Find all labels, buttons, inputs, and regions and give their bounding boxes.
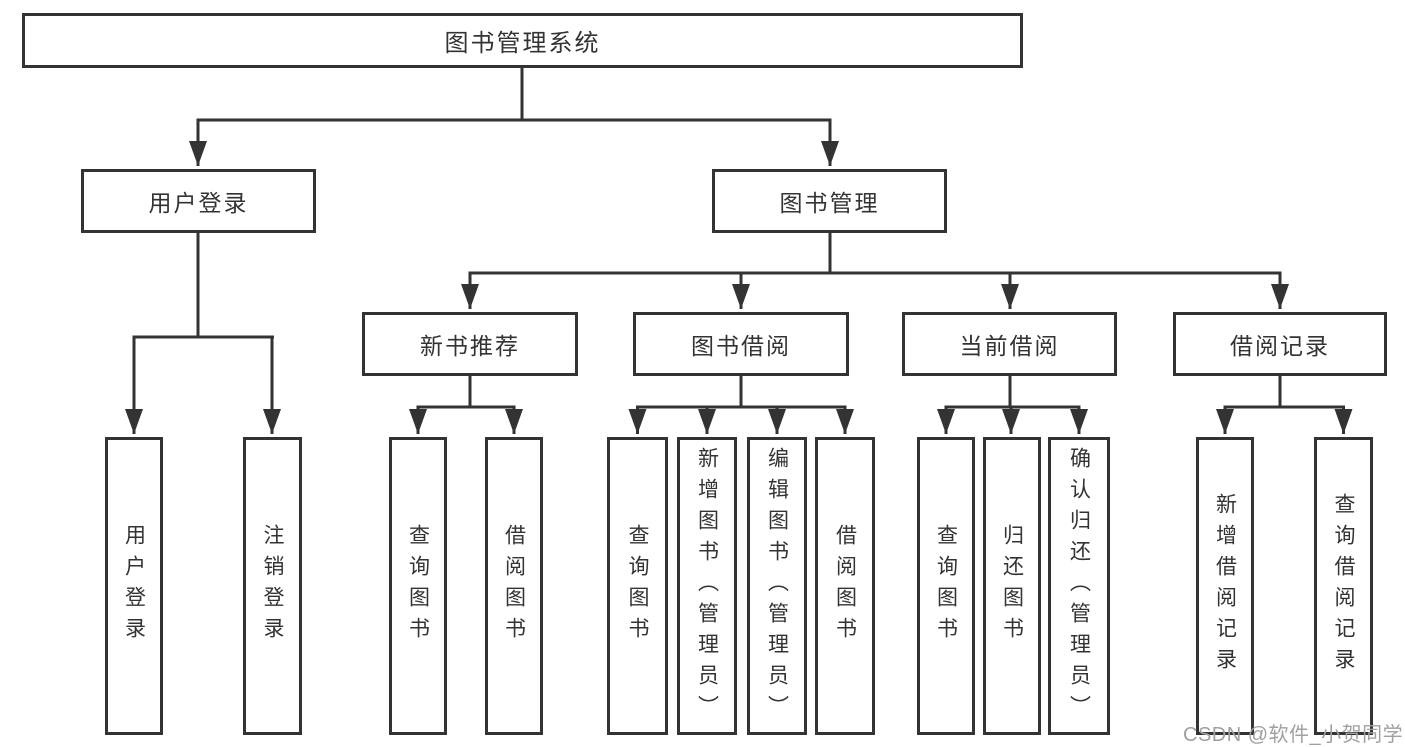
leaf-query-books-recommend: 查询图书 (389, 437, 447, 735)
leaf-logout-label: 注销登录 (261, 524, 284, 648)
leaf-add-borrow-record-label: 新增借阅记录 (1213, 493, 1237, 679)
leaf-query-books-recommend-label: 查询图书 (406, 524, 430, 648)
leaf-return-books: 归还图书 (983, 437, 1041, 735)
node-user-login-branch: 用户登录 (81, 169, 316, 233)
leaf-confirm-return-admin-label: 确认归还（管理员） (1067, 446, 1091, 726)
leaf-logout: 注销登录 (243, 437, 302, 735)
node-book-borrowing: 图书借阅 (633, 312, 849, 376)
leaf-edit-book-admin: 编辑图书（管理员） (747, 437, 807, 735)
leaf-query-books-current-label: 查询图书 (934, 524, 958, 648)
leaf-user-login: 用户登录 (105, 437, 163, 735)
leaf-query-borrow-record-label: 查询借阅记录 (1332, 493, 1355, 679)
leaf-borrow-books-recommend-label: 借阅图书 (502, 524, 526, 648)
leaf-add-book-admin-label: 新增图书（管理员） (695, 446, 719, 726)
leaf-query-books-borrowing: 查询图书 (607, 437, 668, 735)
leaf-add-book-admin: 新增图书（管理员） (677, 437, 737, 735)
node-current-borrowing: 当前借阅 (902, 312, 1117, 376)
leaf-user-login-label: 用户登录 (122, 524, 146, 648)
leaf-confirm-return-admin: 确认归还（管理员） (1048, 437, 1110, 735)
leaf-add-borrow-record: 新增借阅记录 (1196, 437, 1254, 735)
node-borrowing-records: 借阅记录 (1173, 312, 1387, 376)
leaf-borrow-books-recommend: 借阅图书 (485, 437, 543, 735)
node-library-management-system: 图书管理系统 (22, 13, 1023, 68)
leaf-borrow-books-borrowing: 借阅图书 (815, 437, 875, 735)
node-new-book-recommend: 新书推荐 (362, 312, 578, 376)
leaf-borrow-books-borrowing-label: 借阅图书 (833, 524, 857, 648)
node-book-management-branch: 图书管理 (712, 169, 947, 233)
leaf-query-books-current: 查询图书 (917, 437, 975, 735)
csdn-watermark: CSDN @软件_小贺同学 (1183, 724, 1404, 746)
leaf-query-books-borrowing-label: 查询图书 (626, 524, 649, 648)
leaf-return-books-label: 归还图书 (1000, 524, 1024, 648)
leaf-query-borrow-record: 查询借阅记录 (1314, 437, 1373, 735)
leaf-edit-book-admin-label: 编辑图书（管理员） (765, 446, 789, 726)
